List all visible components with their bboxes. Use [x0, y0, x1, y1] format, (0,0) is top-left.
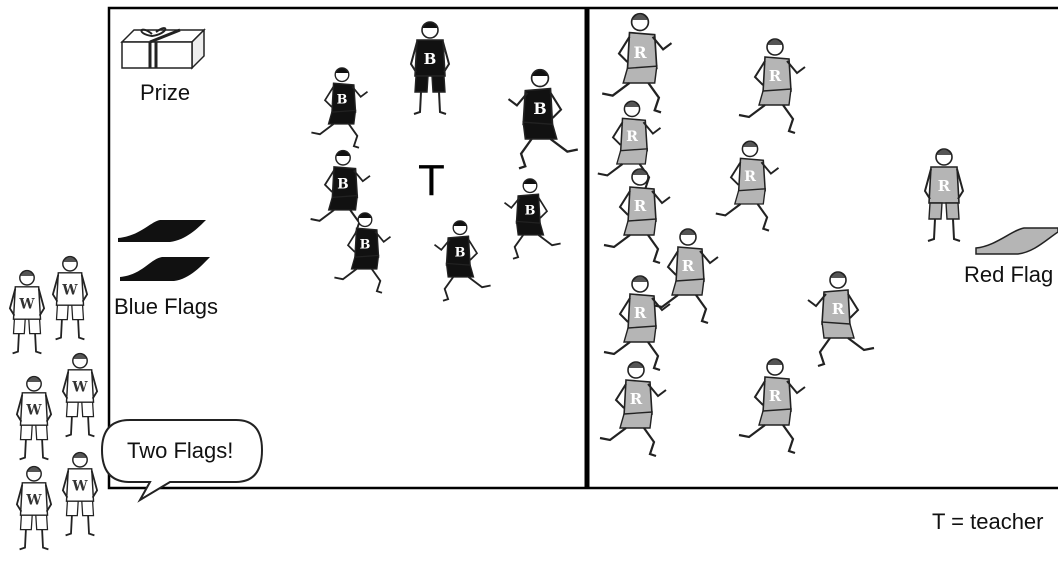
white-team-letter: W	[71, 478, 88, 494]
blue-team-player: B	[311, 68, 367, 148]
red-team-player: R	[716, 141, 779, 230]
red-team-letter: R	[682, 257, 695, 275]
blue-team-player: B	[435, 221, 491, 301]
red-team-player: R	[600, 362, 666, 456]
red-team-player: R	[739, 359, 805, 453]
white-team-letter: W	[25, 492, 42, 508]
red-team-letter: R	[633, 43, 647, 62]
prize-icon	[122, 28, 204, 68]
red-team-player: R	[739, 39, 805, 133]
red-team-letter: R	[630, 390, 643, 408]
prize-label: Prize	[140, 80, 190, 106]
blue-team-letter: B	[360, 238, 371, 253]
white-team-player: W	[17, 377, 51, 460]
teacher-marker: T	[418, 156, 445, 206]
blue-flags-label: Blue Flags	[114, 294, 218, 320]
blue-team-letter: B	[455, 246, 466, 261]
red-team-player: R	[604, 276, 670, 370]
blue-team-player: B	[334, 213, 390, 293]
red-team-letter: R	[769, 387, 782, 405]
blue-team-player: B	[505, 179, 561, 259]
blue-team-letter: B	[525, 204, 536, 219]
blue-team-letter: B	[533, 99, 546, 118]
blue-flag-icon	[120, 257, 210, 281]
red-team-letter: R	[634, 304, 647, 322]
red-flag-label: Red Flag	[964, 262, 1053, 288]
blue-flag-icon	[118, 220, 206, 242]
field-boundary	[109, 8, 1058, 488]
legend-teacher: T = teacher	[932, 509, 1044, 535]
white-team-player: W	[53, 257, 87, 340]
red-team-letter: R	[938, 177, 951, 195]
white-team-player: W	[10, 271, 44, 354]
white-team-player: W	[63, 354, 97, 437]
white-team-letter: W	[61, 282, 78, 298]
red-flag-icon	[976, 228, 1058, 254]
red-team-letter: R	[744, 169, 756, 185]
white-team-letter: W	[18, 296, 35, 312]
red-team-letter: R	[769, 67, 782, 85]
red-team-player: R	[808, 272, 874, 366]
red-team-letter: R	[626, 129, 638, 145]
white-team-letter: W	[25, 402, 42, 418]
red-team-letter: R	[832, 300, 845, 318]
blue-team-letter: B	[337, 93, 348, 108]
speech-bubble-text: Two Flags!	[127, 438, 233, 464]
blue-team-player: B	[509, 70, 578, 169]
blue-team-letter: B	[337, 176, 348, 192]
red-team-player: R	[604, 169, 670, 263]
red-team-letter: R	[634, 197, 647, 215]
blue-team-letter: B	[424, 50, 437, 68]
white-team-letter: W	[71, 379, 88, 395]
blue-team-player: B	[411, 22, 449, 114]
red-team-player: R	[925, 149, 963, 241]
red-team-player: R	[598, 101, 661, 190]
red-team-player: R	[602, 14, 671, 113]
white-team-player: W	[17, 467, 51, 550]
white-team-player: W	[63, 453, 97, 536]
